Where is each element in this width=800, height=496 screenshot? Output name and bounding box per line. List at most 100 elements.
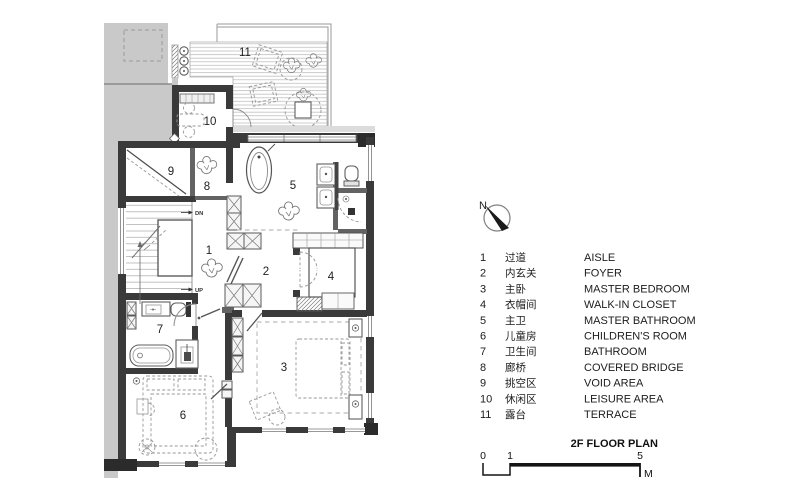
- room-leisure-area: 10: [168, 85, 252, 148]
- svg-text:儿童房: 儿童房: [505, 330, 537, 343]
- double-door-arcs: [299, 251, 318, 288]
- room-label-childrens-room: 6: [180, 410, 186, 422]
- nightstand-icon: [348, 394, 363, 420]
- nightstand-icon: [348, 318, 363, 338]
- room-master-bathroom: 5: [245, 143, 362, 223]
- plant-icon: [279, 57, 303, 81]
- cabinet-hatch-box: [296, 296, 323, 312]
- svg-text:衣帽间: 衣帽间: [505, 298, 537, 311]
- north-label: N: [479, 200, 487, 212]
- staircase: DN UP: [126, 202, 203, 304]
- svg-text:8: 8: [480, 362, 486, 374]
- planter-strip: [171, 44, 179, 79]
- room-label-master-bathroom: 5: [290, 180, 296, 192]
- toilet-icon: [170, 302, 191, 317]
- svg-text:1: 1: [480, 252, 486, 264]
- svg-text:AISLE: AISLE: [584, 252, 615, 264]
- wardrobe-icon: [292, 232, 364, 249]
- windows: [118, 135, 374, 467]
- room-label-bridge: 8: [204, 181, 210, 193]
- room-label-void: 9: [168, 166, 174, 178]
- shower-stall-icon: [175, 339, 199, 369]
- svg-text:露台: 露台: [505, 408, 526, 421]
- room-label-terrace: 11: [239, 47, 251, 59]
- cabinet-x-box: [226, 195, 242, 214]
- plan-title: 2F FLOOR PLAN: [571, 438, 658, 450]
- room-covered-bridge: 8: [196, 156, 218, 193]
- plant-icon: [201, 258, 223, 278]
- closet-cabinets: [126, 195, 262, 373]
- cabinet-x-box: [126, 301, 137, 316]
- window: [366, 316, 374, 337]
- room-foyer: 2: [237, 229, 300, 278]
- room-label-aisle: 1: [206, 245, 212, 257]
- cabinet-x-box: [231, 336, 244, 356]
- stool-icon: [183, 126, 195, 138]
- room-label-bathroom: 7: [157, 324, 163, 336]
- svg-text:廊桥: 廊桥: [505, 361, 526, 374]
- svg-text:VOID AREA: VOID AREA: [584, 378, 644, 390]
- svg-text:休闲区: 休闲区: [505, 392, 537, 405]
- svg-text:LEISURE AREA: LEISURE AREA: [584, 393, 664, 405]
- scale-tick-5: 5: [637, 450, 643, 462]
- plant-icon: [278, 201, 300, 221]
- lounge-chair-icon: [248, 80, 279, 107]
- north-compass-icon: N: [479, 200, 511, 232]
- cabinet-x-box: [242, 283, 262, 308]
- cabinet-x-box: [231, 317, 244, 337]
- svg-text:5: 5: [480, 315, 486, 327]
- ottoman-icon: [268, 408, 286, 426]
- svg-text:2: 2: [480, 268, 486, 280]
- cabinet-x-box: [224, 283, 244, 308]
- door-arc: [232, 108, 252, 128]
- room-master-bedroom: 3: [246, 312, 363, 426]
- shower-room: [337, 195, 362, 223]
- svg-text:卫生间: 卫生间: [505, 345, 537, 358]
- door-leaf: [226, 255, 244, 285]
- counter-icon: [179, 93, 215, 104]
- room-bathroom: 7: [129, 301, 199, 369]
- plant-fan-icon: [138, 438, 156, 456]
- svg-text:WALK-IN CLOSET: WALK-IN CLOSET: [584, 299, 677, 311]
- svg-text:MASTER BATHROOM: MASTER BATHROOM: [584, 315, 696, 327]
- stool-icon: [183, 102, 195, 114]
- legend-row: 5 主卫 MASTER BATHROOM: [480, 315, 696, 327]
- table-icon: [176, 113, 205, 127]
- scale-bar: 0 1 5 M: [480, 450, 653, 480]
- cabinet-x-box: [231, 355, 244, 373]
- svg-text:MASTER BEDROOM: MASTER BEDROOM: [584, 283, 690, 295]
- plant-icon: [196, 156, 218, 175]
- cabinet-x-box: [126, 315, 137, 330]
- svg-text:BATHROOM: BATHROOM: [584, 346, 647, 358]
- room-walk-in-closet: 4: [292, 232, 364, 312]
- flower-pots-icon: [179, 46, 189, 76]
- chair-icon: [147, 402, 155, 417]
- desk-icon: [136, 398, 149, 415]
- bathtub-icon: [245, 143, 276, 194]
- cabinet-x-box: [243, 232, 262, 250]
- door-leaf: [246, 312, 263, 332]
- switch-icon: [132, 377, 141, 385]
- scale-unit: M: [644, 468, 653, 480]
- svg-text:6: 6: [480, 331, 486, 343]
- stairs-down-label: DN: [195, 211, 203, 217]
- svg-text:10: 10: [480, 393, 492, 405]
- room-void-area: 9: [126, 149, 187, 197]
- cabinet-x-box: [226, 212, 242, 231]
- lamp-icon: [168, 132, 181, 145]
- svg-text:挑空区: 挑空区: [505, 377, 537, 390]
- svg-text:主卫: 主卫: [505, 315, 526, 327]
- door-pivot: [210, 380, 233, 400]
- room-childrens-room: 6: [132, 375, 233, 461]
